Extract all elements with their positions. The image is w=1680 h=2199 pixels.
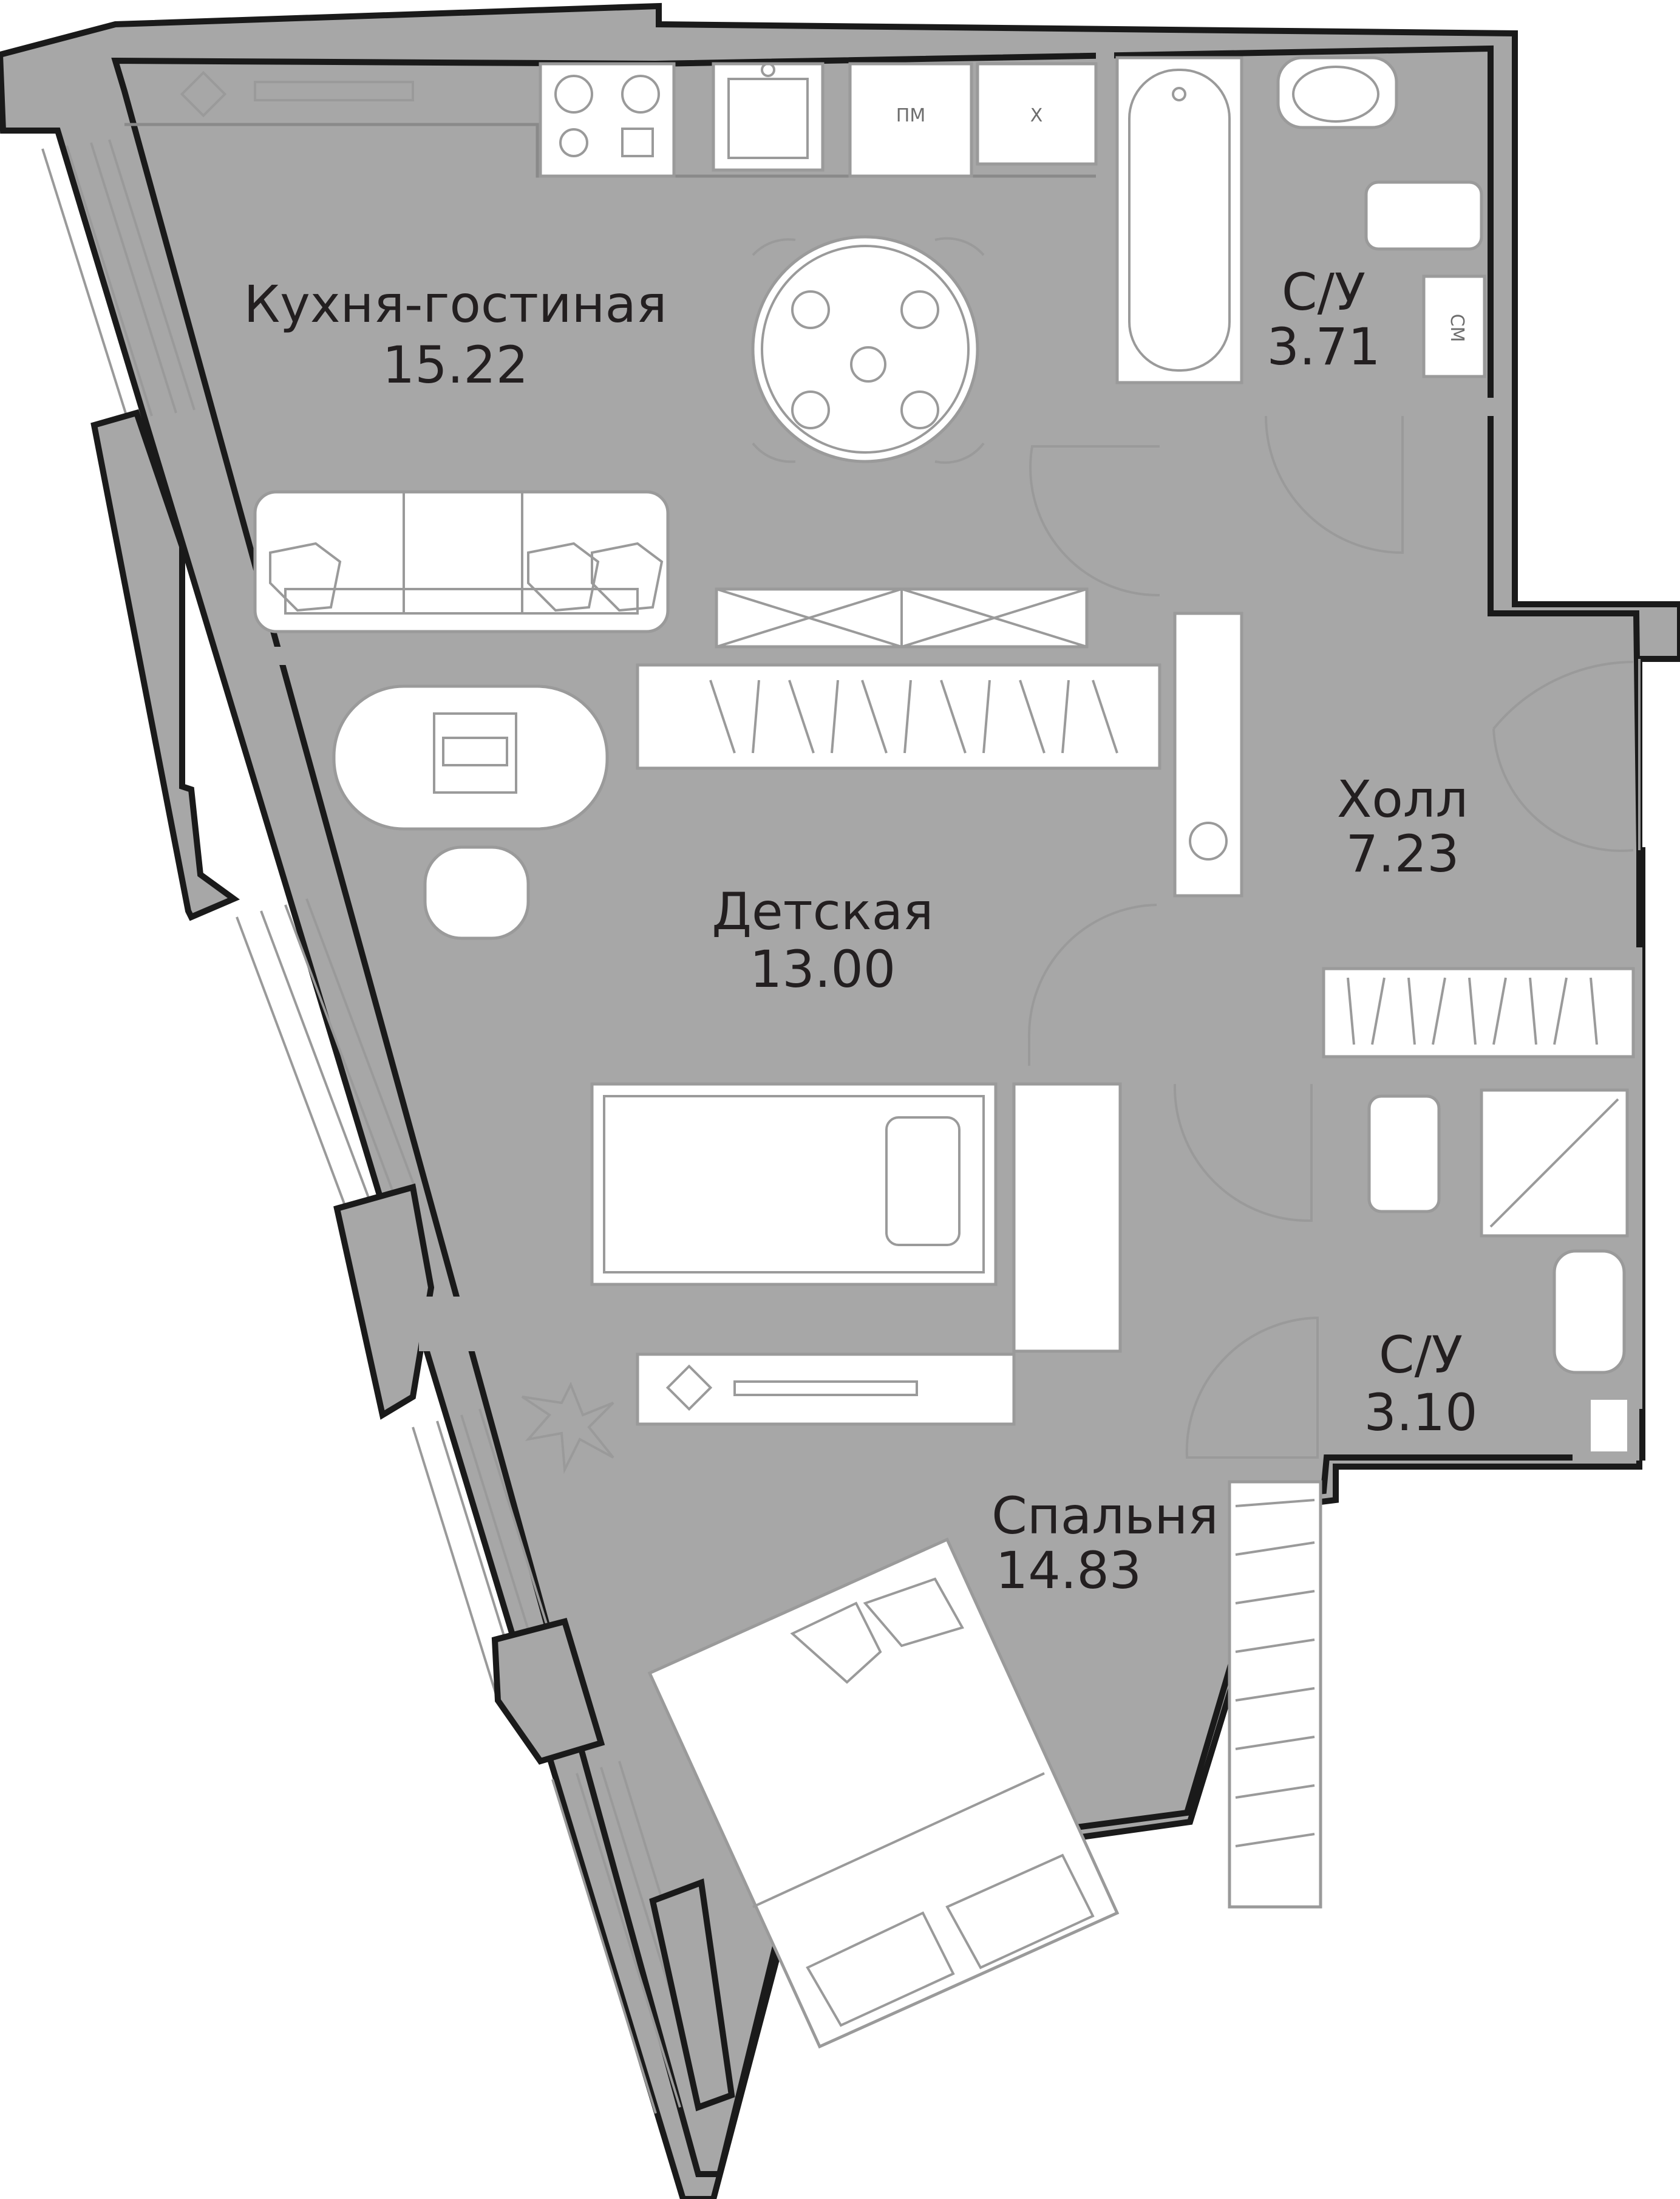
cooktop [539,62,676,178]
laptop-icon [433,712,517,794]
bathroom-2-fixtures [1367,1088,1629,1374]
pillow [885,1116,961,1246]
dishwasher [848,62,973,178]
door-kitchen [1029,445,1160,597]
bathtub [1115,56,1243,384]
desk-chair [423,845,530,940]
wall-kitchen-kids [252,647,1175,665]
window-kids [236,898,417,1209]
wardrobe-hall [1322,967,1635,1059]
wall-bath-stub [1160,398,1178,446]
bedroom-furniture [521,1352,1322,2049]
bedroom-name: Спальня [991,1486,1219,1546]
toilet [1364,180,1483,251]
hall-area: 7.23 [1345,824,1459,884]
wall-kids-bottom-a [1002,1066,1175,1084]
washer [1422,274,1486,378]
door-bath1 [1265,415,1404,554]
dishwasher-label: ПМ [896,105,925,126]
pier [333,1183,435,1420]
desk [332,684,609,831]
range-hood [254,81,414,101]
sofa [253,490,670,633]
pier [90,409,240,921]
wall-kids-bedroom [419,1297,1014,1351]
desk-bedroom [636,1352,1016,1426]
dining-table [751,235,985,464]
bathroom-2-area: 3.10 [1364,1383,1477,1442]
kids-room-name: Детская [712,882,933,941]
wardrobe-hangers [709,680,1118,754]
door-kids-hall [1173,1083,1313,1222]
tv-cabinet [715,587,1089,649]
wall-bath2-left [1318,1066,1336,1321]
shoe-cabinet [1173,612,1243,898]
hall-name: Холл [1337,769,1468,829]
bathroom-1-fixtures: СМ [1115,56,1486,384]
room-labels: Кухня-гостиная 15.22 С/У 3.71 Холл 7.23 … [244,262,1478,1600]
door-entrance [1492,659,1641,852]
bathroom-1-area: 3.71 [1267,317,1380,377]
wardrobe-kids-2 [1012,1082,1122,1353]
window-kitchen [41,139,196,420]
wall-piers [90,409,735,2112]
kids-furniture [332,612,1243,1353]
bathroom-1-name: С/У [1282,262,1365,322]
pier [649,1878,735,2112]
bed-kids [590,1082,998,1286]
bathroom-2-name: С/У [1379,1325,1463,1385]
wardrobe-kids [636,663,1161,770]
plant-icon [521,1382,614,1475]
kitchen-counter [124,123,1096,178]
washer-label: СМ [1446,314,1467,343]
pier [491,1617,605,1765]
wall-bath-bottom-right [1403,398,1494,416]
fridge [976,62,1098,166]
fridge-label: Х [1030,105,1043,126]
kitchen-living-name: Кухня-гостиная [244,274,667,334]
door-kids [1027,904,1157,1066]
washbasin-2 [1552,1249,1626,1374]
hall-furniture [1322,967,1635,1059]
bedroom-area: 14.83 [996,1541,1141,1600]
door-bath2 [1185,1316,1319,1459]
wall-bath2-top [1318,1066,1642,1084]
wall-kitchen-bath-left [1096,49,1114,413]
kitchen-living-area: 15.22 [383,335,528,395]
bed-double [647,1537,1120,2049]
kids-room-area: 13.00 [750,939,896,999]
kitchen-furniture: ПМ Х [124,62,1098,649]
interior-walls [252,49,1642,1461]
doors [1027,415,1641,1459]
toilet-2 [1367,1094,1441,1213]
